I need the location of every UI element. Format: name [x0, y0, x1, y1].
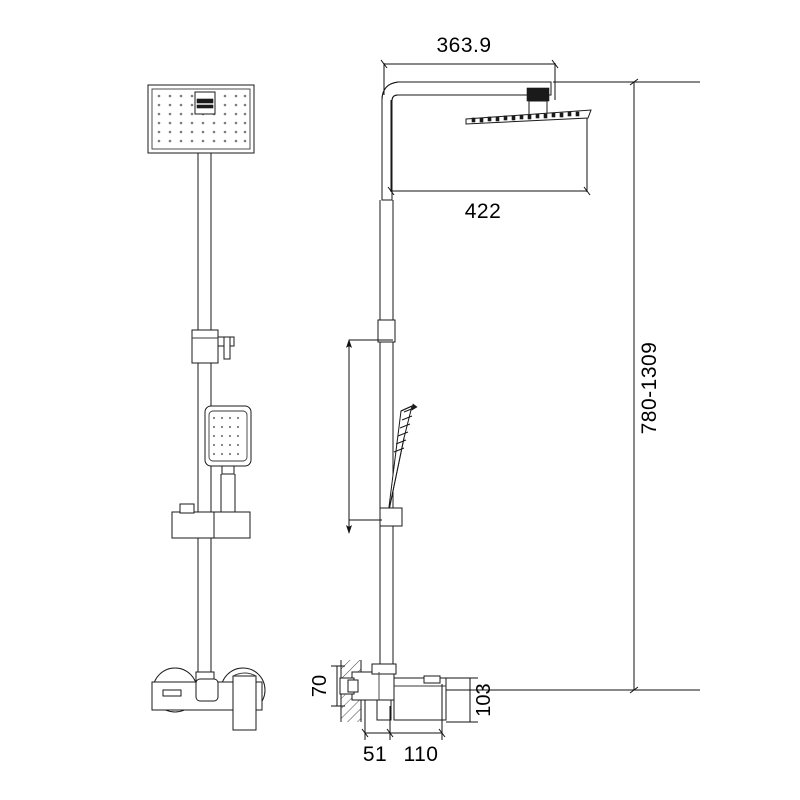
overhead-shower-head: [147, 84, 255, 154]
adjustable-travel-arrow: [346, 339, 393, 534]
mixer-body-height-dimension: [446, 677, 478, 723]
arm-reach-dimension-label: 363.9: [436, 34, 491, 57]
wall-offset-dimension: [331, 665, 345, 707]
wall-offset-dimension-label: 70: [309, 675, 331, 697]
curved-shower-arm: [381, 81, 552, 201]
shower-head-width-dimension-label: 422: [465, 200, 502, 223]
handheld-shower-head: [204, 405, 252, 512]
handheld-spray-face: [393, 403, 418, 453]
overall-height-range-dimension-label: 780-1309: [638, 342, 661, 435]
wall-mixer-valve-front: [151, 667, 266, 731]
riser-rail-side: [377, 200, 396, 508]
side-nozzle-row: [471, 111, 580, 123]
mixer-body-height-dimension-label: 103: [473, 683, 495, 716]
wall-mixer-valve-side: [339, 663, 447, 721]
side-elevation-view: [339, 81, 592, 722]
overhead-shower-head-side: [465, 87, 592, 125]
handheld-nozzle-grid: [212, 416, 240, 456]
spout-projection-dimension-label: 110: [404, 743, 439, 766]
overall-height-range-dimension: [446, 78, 700, 694]
bottom-horizontal-dimensions: [361, 684, 446, 740]
riser-rail-bottom: [197, 538, 212, 672]
inlet-spacing-dimension-label: 51: [363, 743, 387, 766]
shower-head-width-dimension: [387, 100, 591, 196]
front-elevation-view: [147, 84, 266, 731]
handheld-shower-side: [379, 403, 418, 527]
slide-bracket: [191, 329, 235, 364]
diverter-block: [171, 503, 251, 539]
riser-rail: [197, 153, 212, 330]
